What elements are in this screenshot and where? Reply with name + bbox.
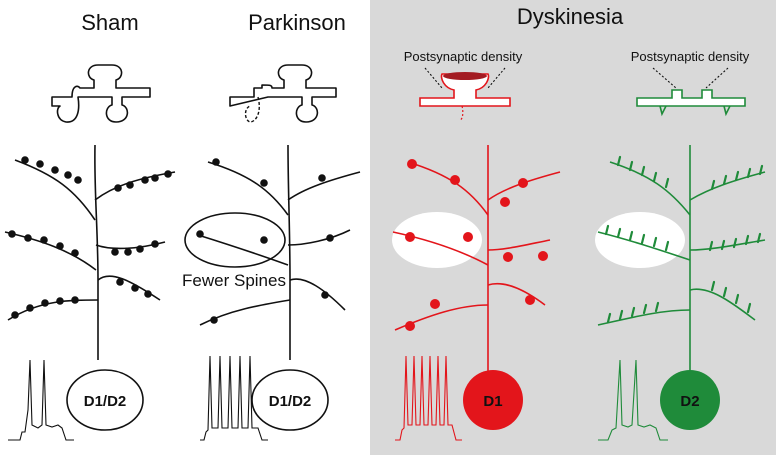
d2-psd-pointer: [652, 67, 729, 89]
d2-spine-heads: [659, 105, 731, 117]
sham-title: Sham: [81, 10, 138, 35]
sham-dendrites: [4, 144, 176, 360]
sham-soma-label: D1/D2: [84, 393, 127, 410]
parkinson-title: Parkinson: [248, 10, 346, 35]
d2-soma: [660, 370, 720, 430]
fewer-spines-label: Fewer Spines: [182, 271, 286, 290]
parkinson-lost-spine: [244, 96, 260, 123]
d2-panel: Postsynaptic density D2: [595, 49, 766, 441]
d1-highlight: [392, 212, 482, 268]
d1-soma: [463, 370, 523, 430]
d1-psd-label: Postsynaptic density: [404, 49, 523, 64]
d1-lost-spine: [459, 105, 464, 121]
sham-spines: [8, 156, 172, 319]
parkinson-soma-label: D1/D2: [269, 393, 312, 410]
d1-panel: Postsynaptic density D1: [392, 49, 561, 441]
parkinson-spike-trace: [200, 355, 268, 441]
sham-spine-zoom: [51, 64, 151, 123]
dyskinesia-title: Dyskinesia: [517, 4, 624, 29]
d2-soma-label: D2: [680, 393, 699, 410]
d2-highlight: [595, 212, 685, 268]
d2-spike-trace: [598, 359, 668, 441]
d2-psd-label: Postsynaptic density: [631, 49, 750, 64]
sham-soma: [66, 369, 144, 431]
sham-spike-trace: [8, 359, 74, 441]
d1-spike-trace: [395, 355, 462, 441]
d2-dendrites: [597, 145, 766, 375]
d1-spine-zoom: [419, 73, 511, 107]
fewer-spines-highlight: [184, 212, 286, 268]
parkinson-soma: [251, 369, 329, 431]
parkinson-dendrites: [197, 144, 361, 360]
d1-spines: [405, 159, 548, 331]
d1-soma-label: D1: [483, 393, 502, 410]
d1-psd: [443, 72, 487, 80]
parkinson-spine-zoom: [229, 64, 337, 123]
parkinson-spines: [196, 158, 334, 324]
parkinson-panel: Fewer Spines D1/D2: [182, 64, 361, 441]
d1-psd-pointer: [424, 67, 506, 89]
d2-spine-zoom: [636, 89, 746, 107]
d2-spines: [604, 155, 764, 324]
sham-panel: D1/D2: [4, 64, 176, 441]
